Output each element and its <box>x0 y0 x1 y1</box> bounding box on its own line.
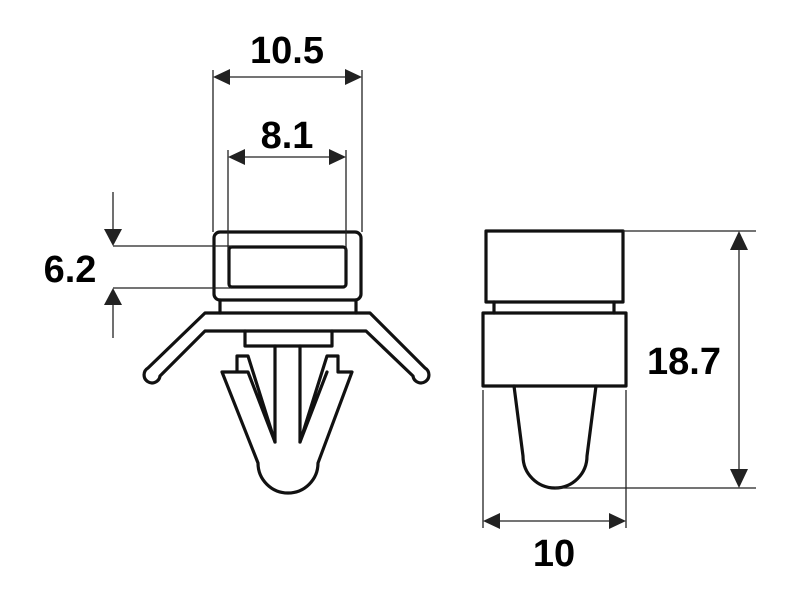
dim-text-10: 10 <box>533 533 575 575</box>
side-view <box>481 229 628 490</box>
front-slot <box>227 245 348 289</box>
front-barb <box>220 354 354 495</box>
dim-text-18-7: 18.7 <box>647 341 721 383</box>
dimension-slot-height: 6.2 <box>44 192 232 338</box>
dim-text-10-5: 10.5 <box>250 30 324 72</box>
front-view <box>142 230 431 495</box>
dim-text-6-2: 6.2 <box>44 249 97 291</box>
side-tip <box>512 384 598 490</box>
dimension-overall-height: 18.7 <box>555 230 756 489</box>
side-head-lower <box>481 311 628 388</box>
front-flange <box>142 311 431 385</box>
side-head-upper <box>484 229 625 304</box>
dimension-inner-slot-width: 8.1 <box>227 115 347 260</box>
dimension-overall-width-top: 10.5 <box>212 30 363 232</box>
front-head-outer <box>212 230 363 302</box>
dim-text-8-1: 8.1 <box>261 115 314 157</box>
dimension-base-width: 10 <box>482 390 627 575</box>
